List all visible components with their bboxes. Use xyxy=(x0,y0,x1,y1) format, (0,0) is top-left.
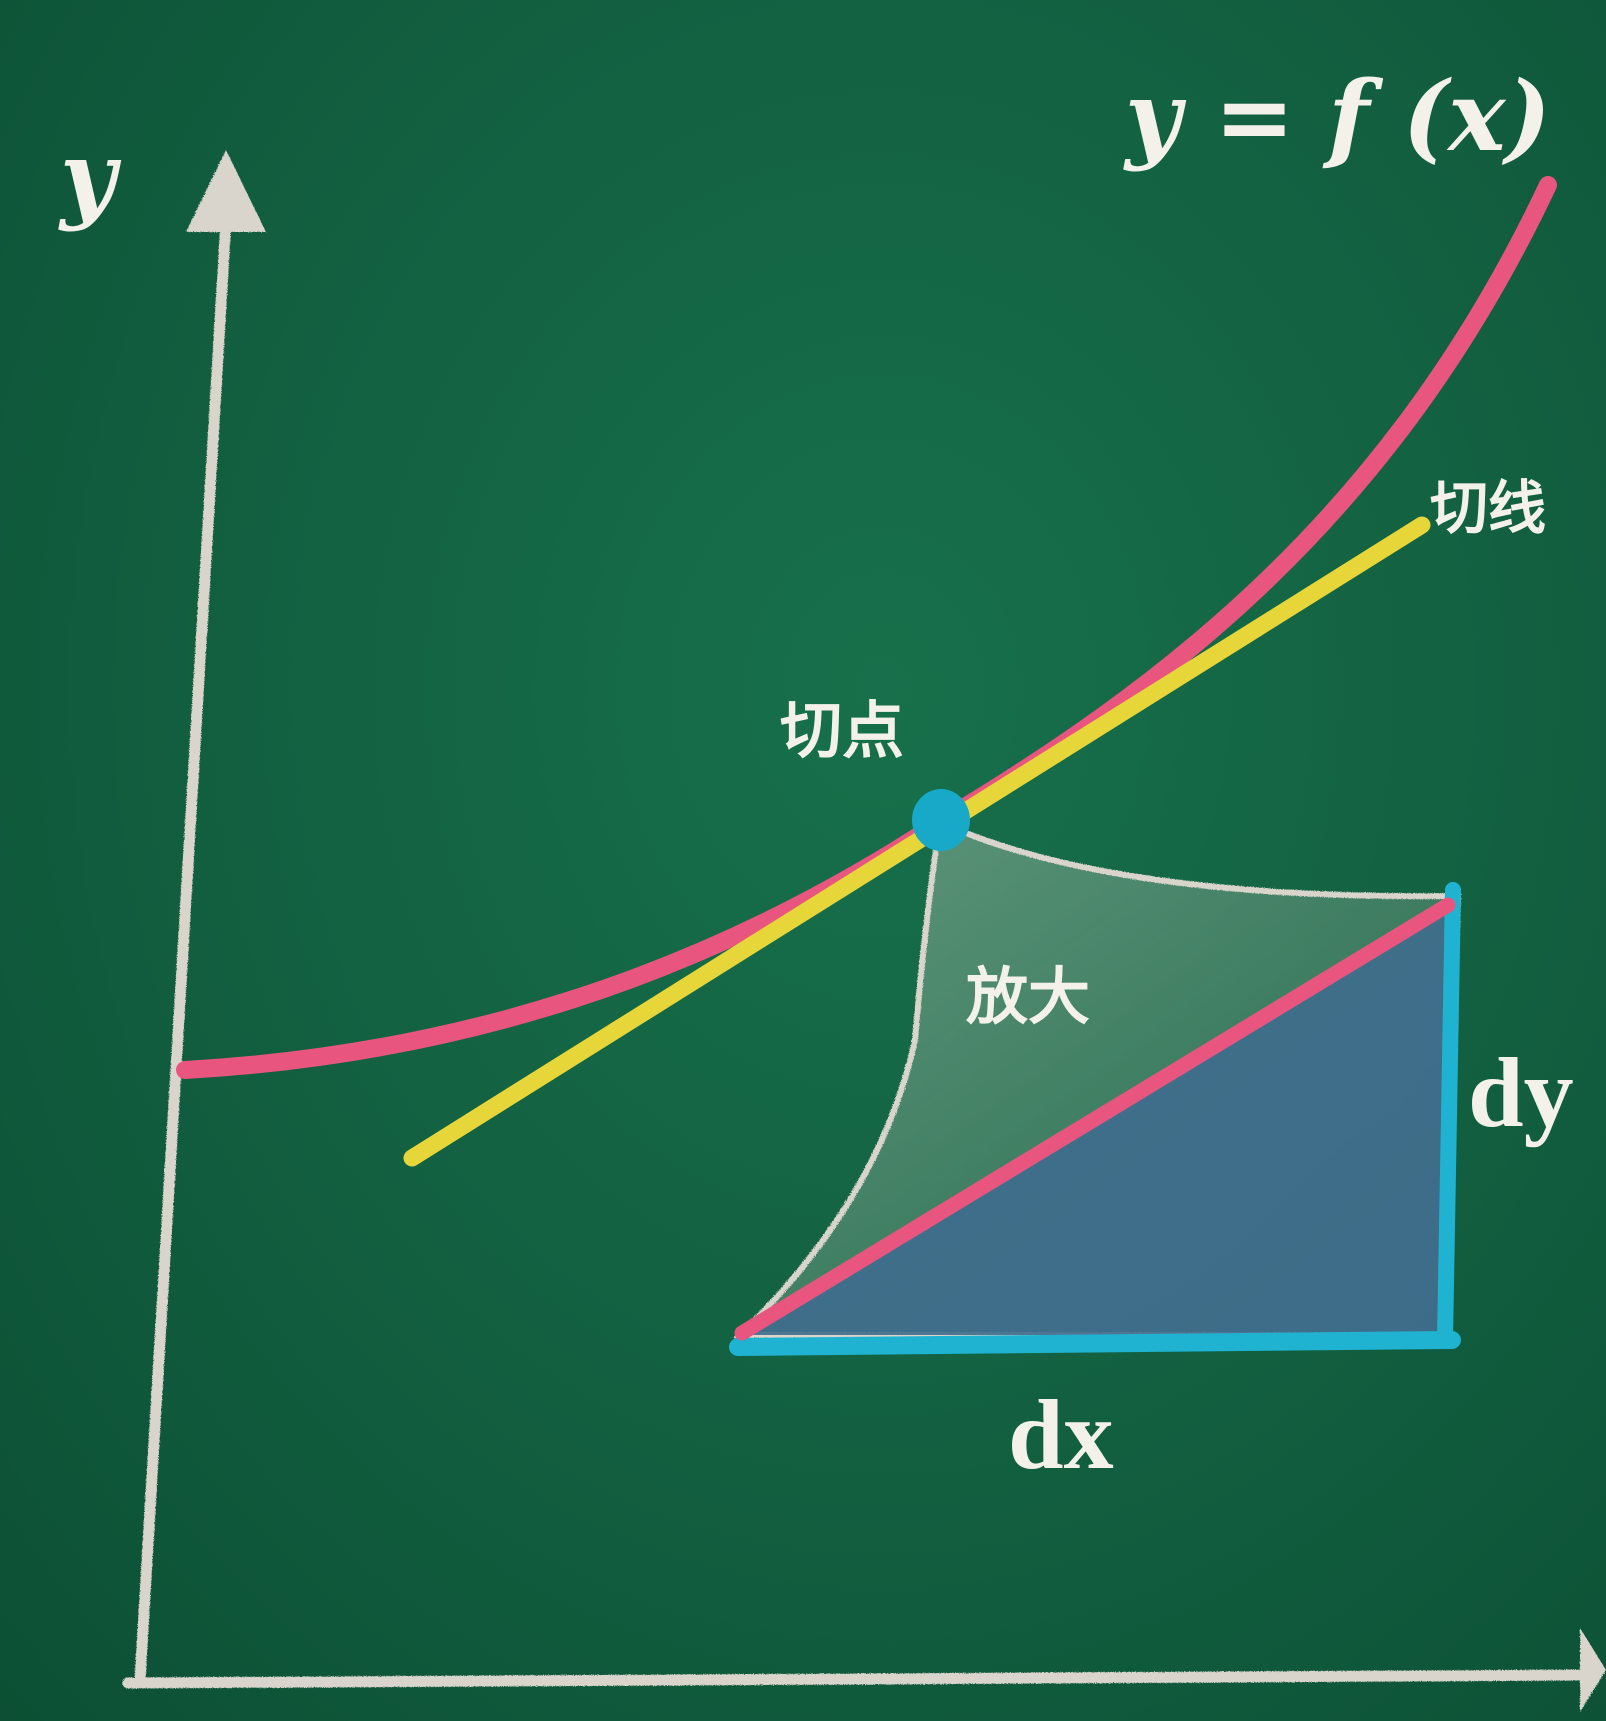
y-axis xyxy=(134,214,232,1686)
function-label: y = f (x) xyxy=(1123,60,1551,173)
axes xyxy=(122,150,1606,1712)
x-axis-arrow xyxy=(1580,1628,1606,1712)
triangle-vertical-edge-dy xyxy=(1437,882,1461,1348)
y-axis-arrow xyxy=(186,150,266,232)
tangent-line-label: 切线 xyxy=(1430,474,1546,542)
triangle-hypotenuse xyxy=(734,897,1456,1341)
triangle-horizontal-edge-dx xyxy=(729,1331,1461,1356)
dx-label: dx xyxy=(1008,1379,1114,1490)
tangent-point-label: 切点 xyxy=(780,694,904,767)
magnify-label: 放大 xyxy=(966,960,1090,1033)
x-axis xyxy=(122,1669,1596,1689)
y-axis-label: y xyxy=(58,120,122,233)
tangent-line xyxy=(403,516,1431,1167)
tangent-point xyxy=(912,789,970,851)
dy-label: dy xyxy=(1468,1037,1574,1148)
